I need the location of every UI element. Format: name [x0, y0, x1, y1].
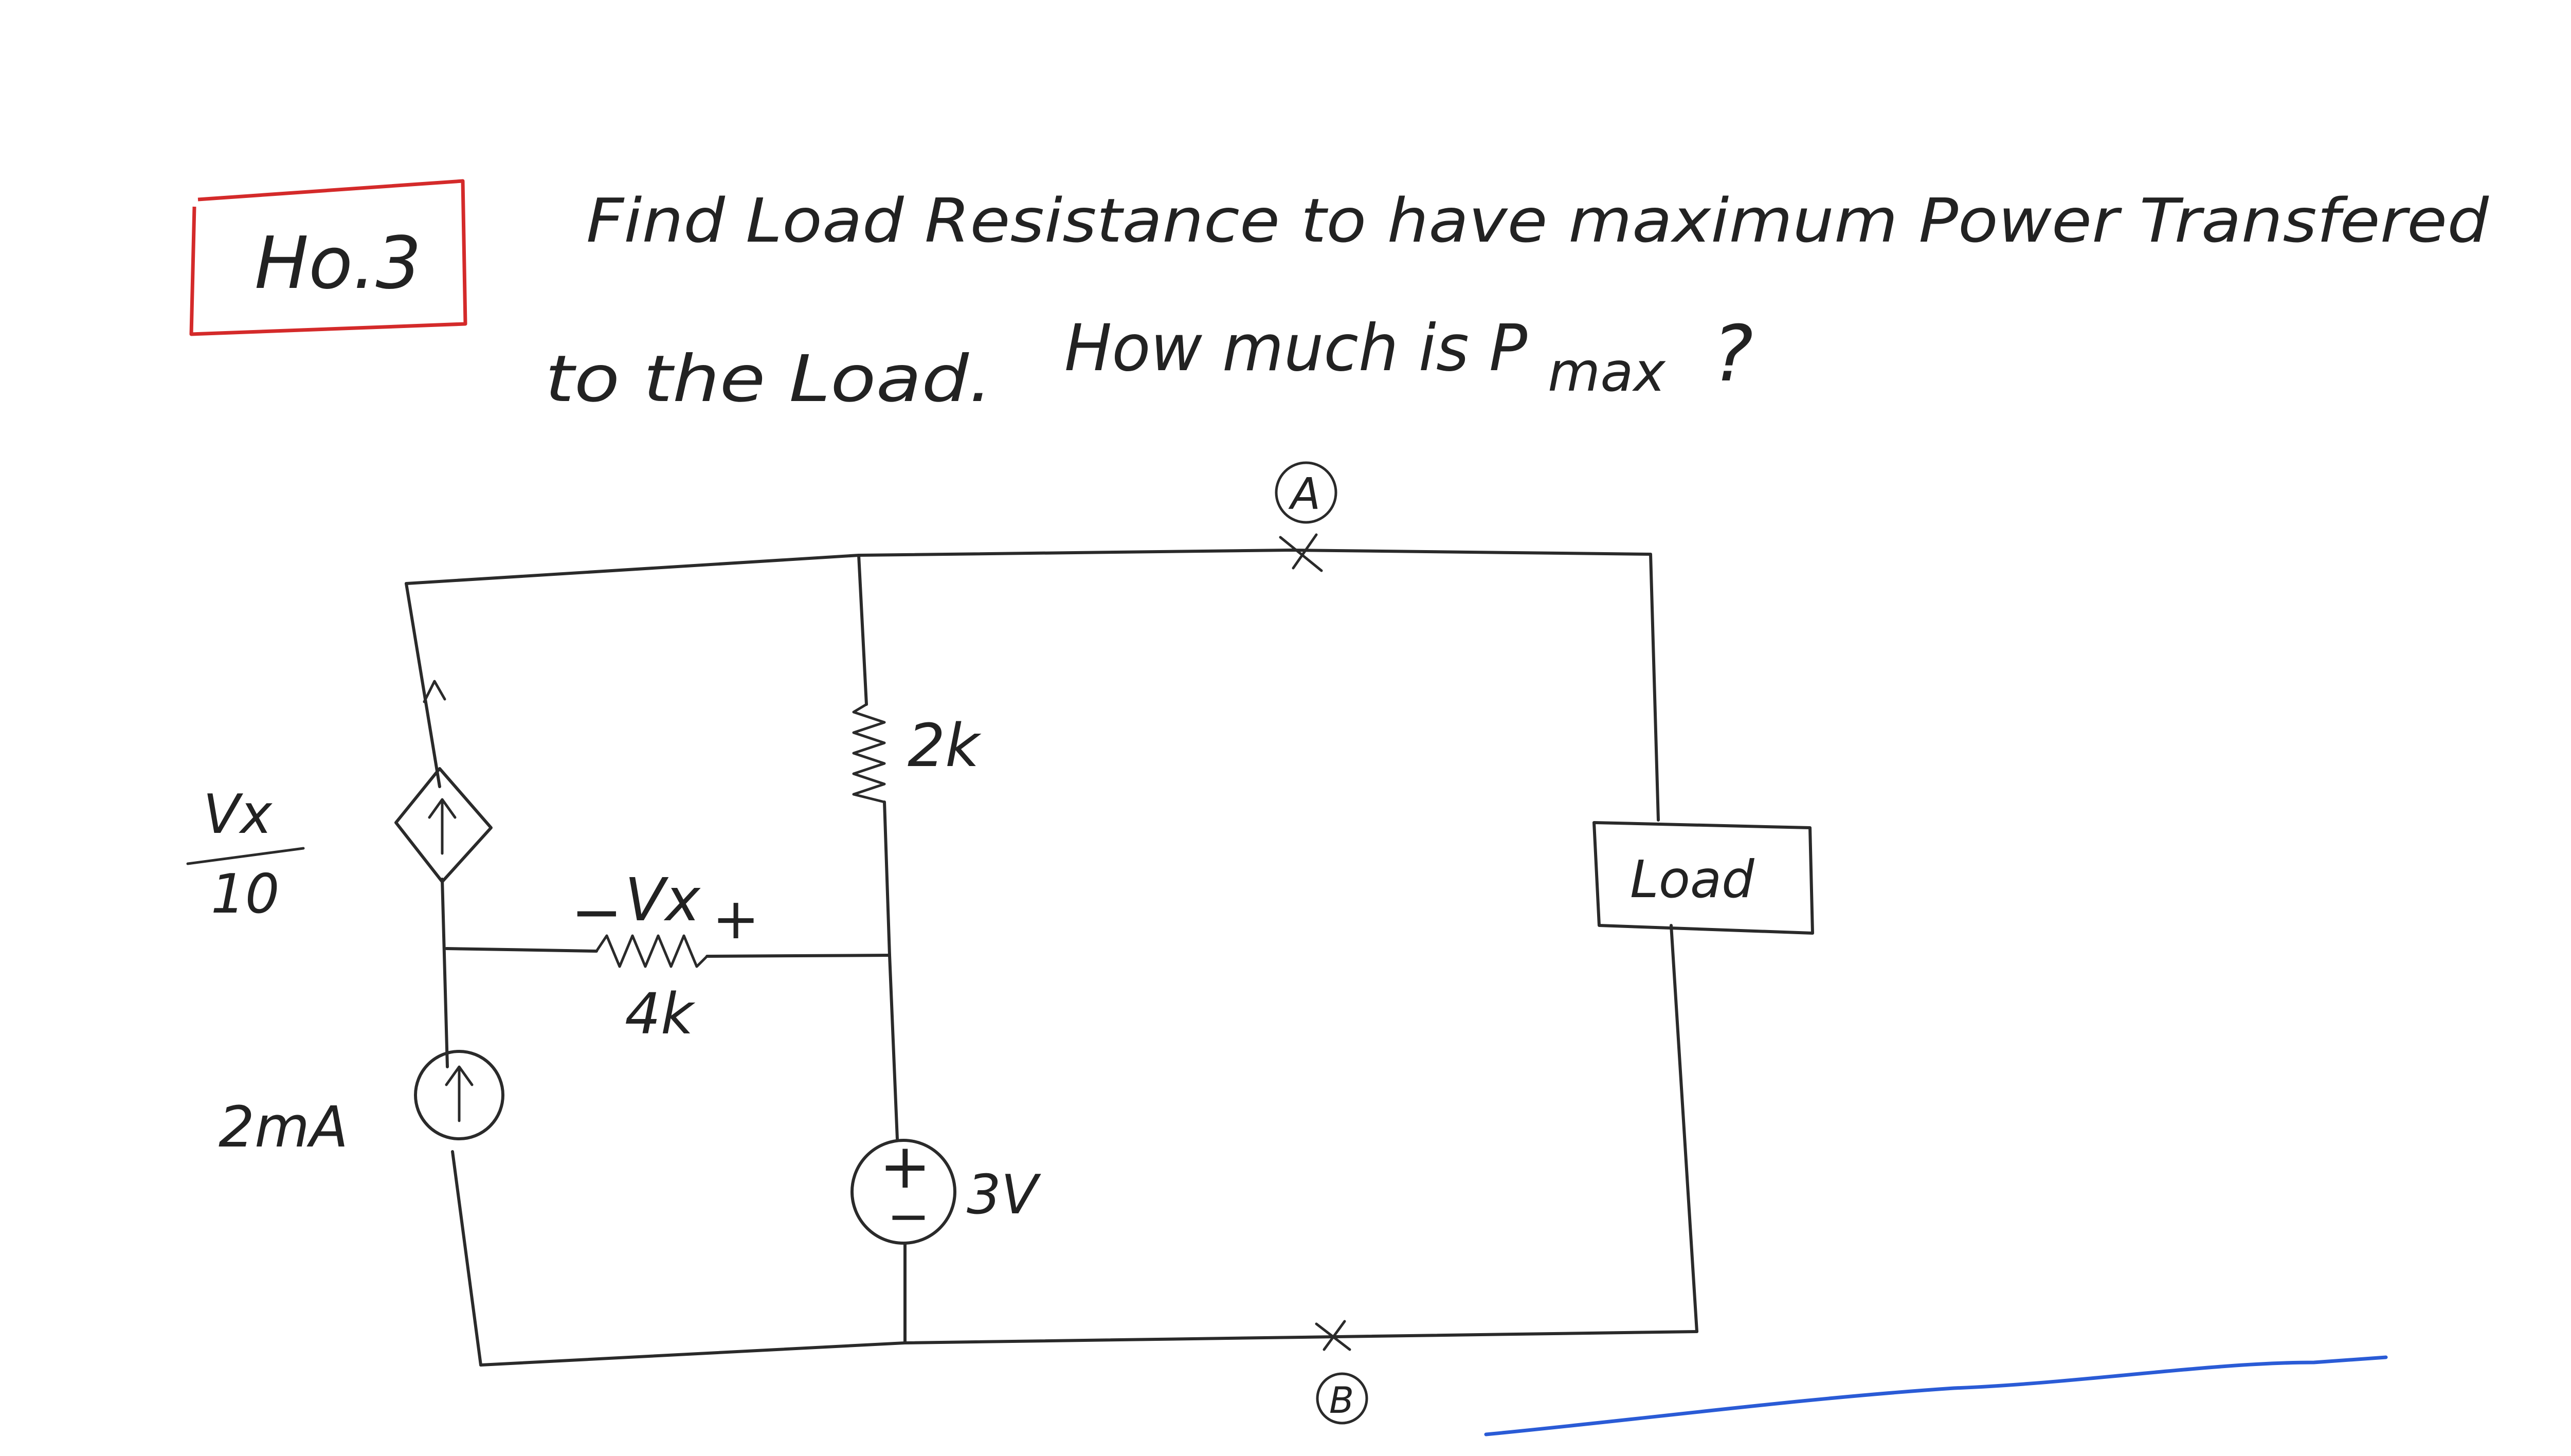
node-b-marker: B — [1315, 1320, 1368, 1425]
dep-source-denominator: 10 — [211, 863, 280, 925]
node-a-label: A — [1288, 469, 1320, 520]
voltage-source-3v: + − 3V — [850, 1131, 1041, 1246]
node-b-label: B — [1329, 1379, 1354, 1422]
pmax-subscript: max — [1548, 341, 1667, 404]
current-source-label: 2mA — [219, 1094, 348, 1160]
circuit-wires — [405, 549, 1698, 1367]
vx-plus-sign: + — [712, 886, 759, 952]
problem-statement-line2: to the Load. How much is P max ? — [545, 310, 1753, 416]
load-label: Load — [1630, 849, 1754, 909]
load-box: Load — [1592, 821, 1814, 935]
voltage-source-label: 3V — [967, 1163, 1041, 1226]
pen-scribble — [1484, 1355, 2388, 1436]
dependent-current-source: Vx 10 — [186, 680, 493, 925]
node-a-marker: A — [1275, 461, 1337, 572]
dep-source-numerator: Vx — [203, 783, 273, 846]
problem-line2-prefix: to the Load. — [545, 342, 992, 416]
problem-line2-suffix: ? — [1712, 310, 1753, 399]
resistor-4k: 4k − Vx + — [571, 866, 759, 1047]
problem-number-box: Ho.3 — [189, 179, 467, 336]
resistor-2k: 2k — [852, 703, 982, 804]
vx-label: Vx — [625, 866, 701, 935]
resistor-2k-label: 2k — [908, 712, 982, 780]
vx-minus-sign: − — [571, 877, 623, 948]
problem-line2-question: How much is P — [1064, 311, 1528, 386]
problem-number: Ho.3 — [255, 222, 422, 305]
voltage-source-minus: − — [887, 1186, 930, 1246]
current-source-2ma: 2mA — [219, 1050, 504, 1160]
voltage-source-plus: + — [879, 1131, 931, 1203]
resistor-4k-label: 4k — [625, 981, 696, 1047]
problem-statement-line1: Find Load Resistance to have maximum Pow… — [586, 185, 2489, 256]
